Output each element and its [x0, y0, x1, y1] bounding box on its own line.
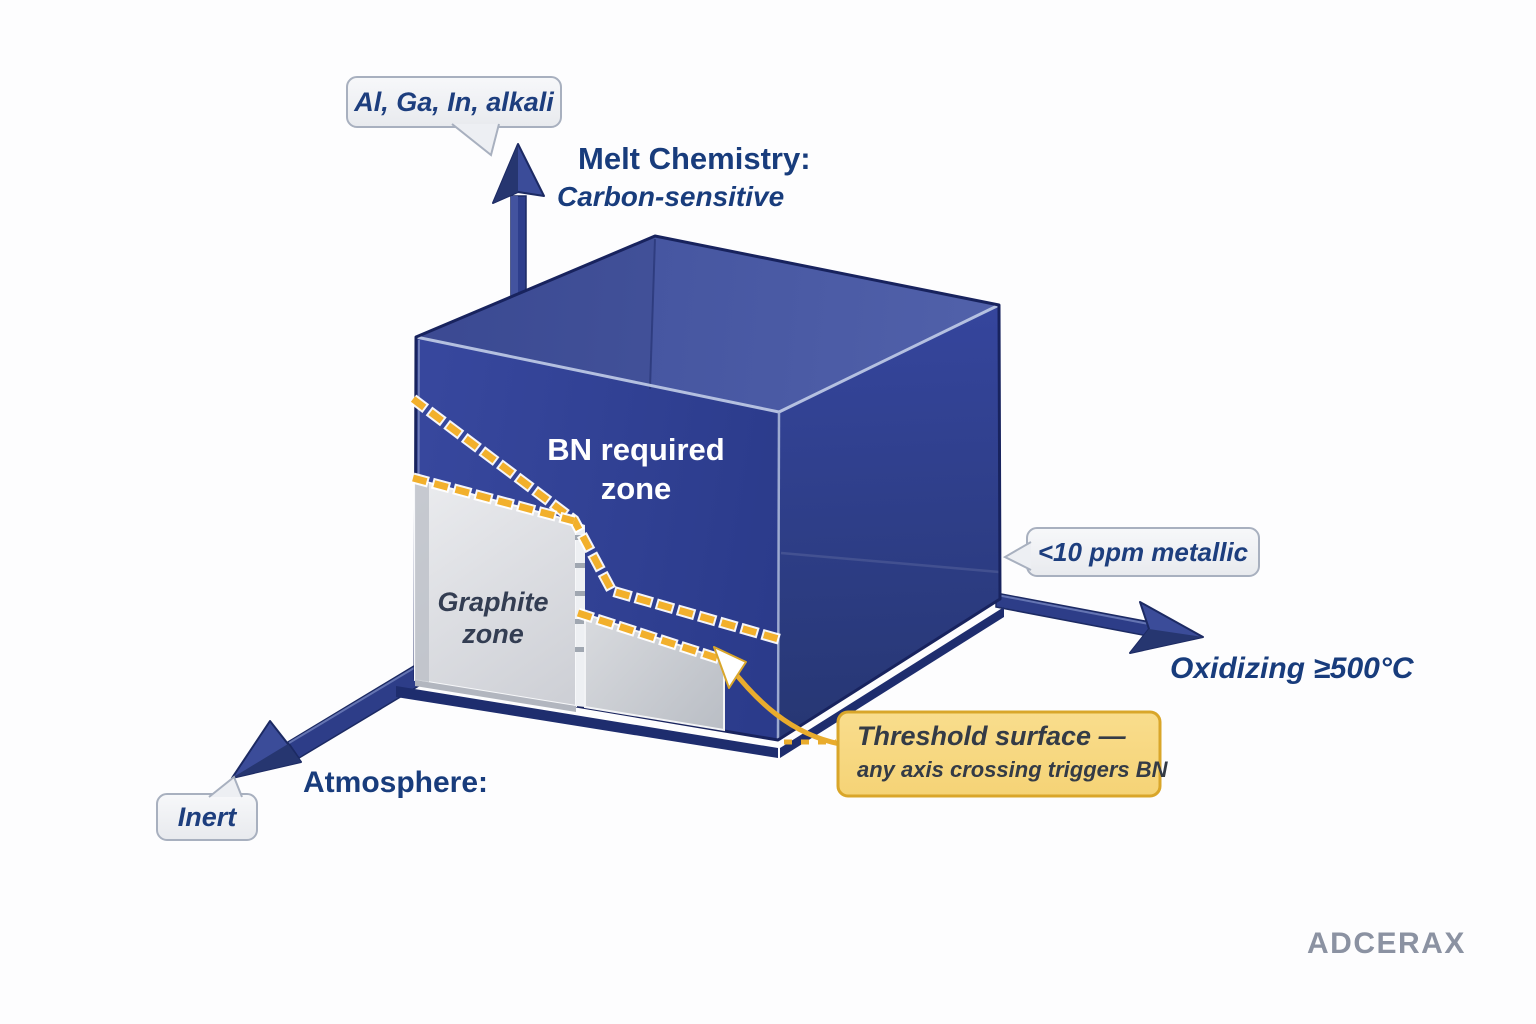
callout-bubbles [156, 76, 1260, 841]
axis-up-shaft-highlight [511, 196, 518, 300]
threshold-dash-panel2 [576, 609, 728, 665]
inert-bubble-tail [208, 775, 243, 798]
axis-left-shaft-highlight [288, 667, 415, 744]
axis-up-melt-chemistry [492, 143, 545, 301]
cube-interior-fold-line [649, 238, 656, 390]
cube-top-face-shade [416, 236, 655, 389]
cube-right-face [778, 305, 1000, 740]
threshold-dash-panel1 [412, 474, 575, 525]
ppm-bubble [1026, 527, 1260, 577]
cube-top-face [416, 236, 999, 412]
graphite-panel-bottom-bevel [415, 680, 576, 712]
floor-trim-left [396, 686, 778, 758]
threshold-surface-lines [409, 394, 836, 745]
cube-interior-floor-line [780, 551, 1000, 574]
ppm-bubble-tail [1002, 541, 1032, 571]
axis-left-atmosphere [231, 664, 423, 779]
axis-left-shaft [286, 664, 423, 760]
floor-trim-right [780, 607, 1004, 758]
graphite-zone-panels [414, 477, 725, 732]
alkali-bubble [346, 76, 562, 128]
axis-right-arrowhead-facet [1130, 629, 1203, 653]
threshold-pointer-curve [729, 666, 841, 747]
cube-front-edge-highlight [776, 411, 781, 741]
inert-bubble [156, 793, 258, 841]
axis-up-arrowhead-facet [493, 144, 518, 203]
threshold-callout-box [836, 710, 1162, 798]
threshold-dash-upper [410, 396, 783, 644]
graphite-panel-left-bevel [415, 479, 429, 682]
axis-right-shaft-highlight [996, 594, 1150, 625]
axis-right-oxidizing [995, 592, 1204, 654]
threshold-pointer-arrow [713, 646, 841, 747]
alkali-bubble-tail [451, 123, 500, 157]
graphite-panel-step [584, 612, 725, 732]
threshold-pointer-arrowhead [713, 646, 747, 689]
axis-left-arrowhead-facet [232, 744, 301, 778]
